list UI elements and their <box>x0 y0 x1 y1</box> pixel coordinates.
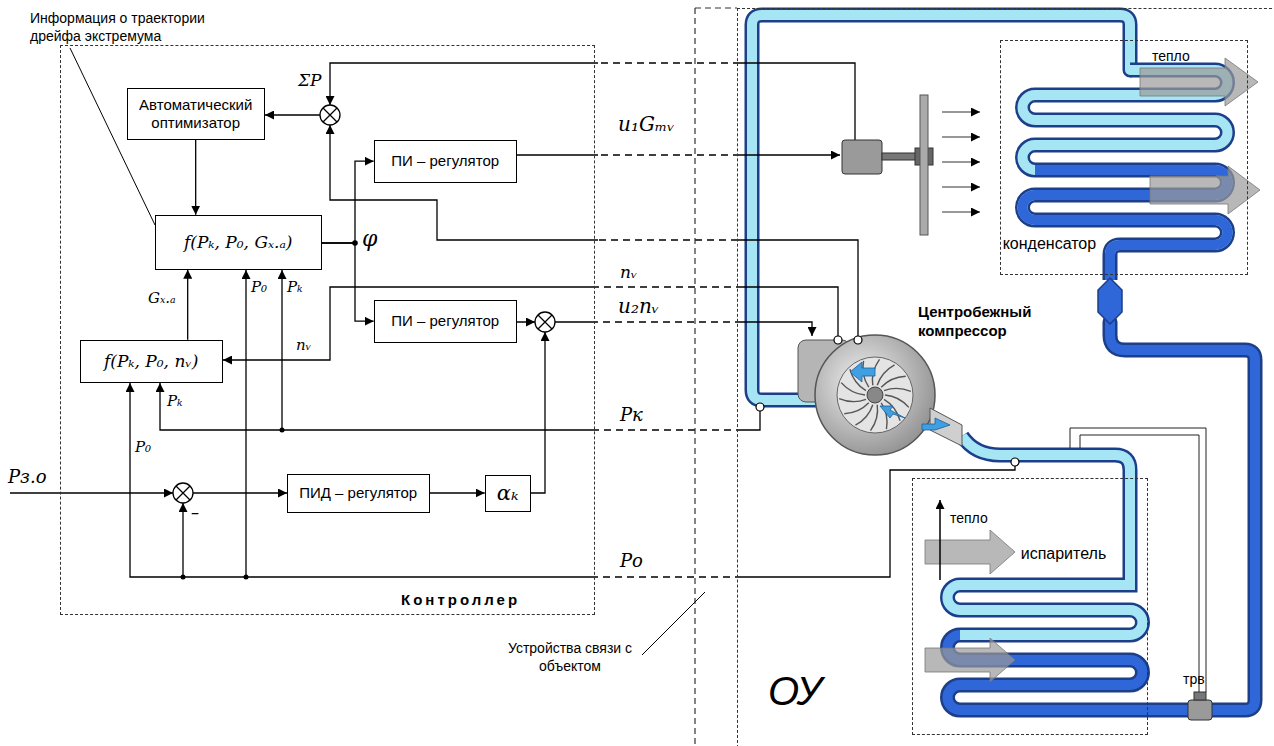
airflow-arrow <box>942 111 980 112</box>
refrigerant-pipes <box>752 15 1255 710</box>
signal-name: ΣP <box>298 70 321 90</box>
signal-name: Pк <box>620 404 643 425</box>
label-anchor: тепло <box>1152 48 1190 66</box>
centrifugal-compressor <box>798 335 962 455</box>
box-label: Автоматический оптимизатор <box>134 96 258 132</box>
signal-name: – <box>191 503 199 522</box>
connector <box>430 492 485 493</box>
edge-label: φ <box>362 226 377 251</box>
box-label: ПИ – регулятор <box>391 312 499 330</box>
pid-controller-box: ПИД – регулятор <box>287 474 430 513</box>
function-box: f(Pₖ, P₀, Gₓ.ₐ) <box>155 215 322 270</box>
impeller-blade <box>841 383 865 395</box>
label-anchor: P₀ <box>251 278 267 296</box>
edge-label: Gₓ.ₐ <box>148 289 176 307</box>
airflow-arrow <box>942 136 980 137</box>
sensors <box>756 336 1019 466</box>
summing-junctions <box>173 105 555 503</box>
controller-frame: Контроллер Автоматический оптимизатор f(Pₖ… <box>60 45 595 615</box>
label-anchor: Информация о траектории дрейфа экстремум… <box>30 10 235 45</box>
annotation: Центробежный компрессор <box>918 303 1043 341</box>
impeller-blade <box>885 395 909 407</box>
signal-name: P₀ <box>251 278 267 296</box>
label-anchor: Центробежный компрессор <box>918 303 1043 341</box>
label-anchor: Pз.о <box>8 466 47 487</box>
condenser-frame: конденсатор <box>1000 40 1248 275</box>
condenser-fan <box>842 95 980 235</box>
impeller-blade <box>884 388 911 391</box>
pi-controller-box: ПИ – регулятор <box>374 140 517 183</box>
filter-drier <box>1098 278 1122 324</box>
signal-wires-interface <box>598 63 737 577</box>
signal-name: nᵥ <box>620 262 637 282</box>
signal-name: Pₖ <box>167 392 183 410</box>
box-label: f(Pₖ, P₀, Gₓ.ₐ) <box>184 232 292 252</box>
annotation: тепло <box>950 510 988 528</box>
label-anchor: – <box>191 503 199 522</box>
label-anchor: Pк <box>620 404 643 425</box>
plant-frame: ОУ конденсатор испаритель <box>737 8 1274 746</box>
annotation: Устройства связи с объектом <box>500 640 640 675</box>
leader-line <box>642 592 705 655</box>
label-anchor: Pₖ <box>287 278 303 296</box>
connector <box>195 140 196 215</box>
annotation: трв <box>1183 671 1205 689</box>
heat-direction-arrow <box>939 500 941 580</box>
signal-name: nᵥ <box>296 336 311 354</box>
signal-wires <box>10 63 1015 577</box>
signal-name: Pₖ <box>287 278 303 296</box>
label-anchor: u₁Gₘᵥ <box>618 112 675 136</box>
signal-name: u₁Gₘᵥ <box>618 112 675 136</box>
frame-title: ОУ <box>768 669 822 714</box>
signal-name: P₀ <box>135 438 151 456</box>
airflow-arrow <box>942 211 980 212</box>
frame-title: испаритель <box>1019 545 1109 563</box>
label-anchor: u₂nᵥ <box>618 294 659 318</box>
impeller-blade <box>881 376 906 387</box>
heat-exchanger-coils <box>947 70 1227 710</box>
function-box: f(Pₖ, P₀, nᵥ) <box>80 340 223 383</box>
label-anchor: nᵥ <box>620 262 637 282</box>
signal-name: Pз.о <box>8 466 47 487</box>
label-anchor: Gₓ.ₐ <box>148 289 176 307</box>
box-label: αₖ <box>497 481 519 506</box>
impeller-blade <box>844 403 869 414</box>
label-anchor: nᵥ <box>296 336 311 354</box>
interface-boundary <box>695 8 737 746</box>
coil <box>947 436 1142 635</box>
optimizer-box: Автоматический оптимизатор <box>127 88 265 140</box>
label-anchor: φ <box>362 226 377 251</box>
pi-controller-box: ПИ – регулятор <box>374 300 517 343</box>
box-label: ПИД – регулятор <box>299 484 417 502</box>
airflow-arrow <box>942 161 980 162</box>
label-anchor: тепло <box>950 510 988 528</box>
label-anchor: Pₖ <box>167 392 183 410</box>
label-anchor: Устройства связи с объектом <box>500 640 640 675</box>
signal-name: u₂nᵥ <box>618 294 659 318</box>
impeller-blade <box>839 399 866 402</box>
label-anchor: P₀ <box>135 438 151 456</box>
frame-title: конденсатор <box>1001 235 1098 253</box>
connector <box>187 270 188 340</box>
junction-dots <box>181 240 358 579</box>
label-anchor: Pо <box>620 550 643 571</box>
annotation: тепло <box>1152 48 1190 66</box>
airflow-arrow <box>942 186 980 187</box>
box-label: f(Pₖ, P₀, nᵥ) <box>104 351 198 371</box>
label-anchor: трв <box>1183 671 1205 689</box>
signal-name: Pо <box>620 550 643 571</box>
evaporator-frame: испаритель <box>912 478 1148 735</box>
connector <box>322 243 374 321</box>
heat-flow-arrows <box>925 58 1260 682</box>
expansion-valve <box>1188 692 1212 720</box>
label-anchor: ΣP <box>298 70 321 90</box>
annotation: Информация о траектории дрейфа экстремум… <box>30 10 235 45</box>
frame-title: Контроллер <box>401 591 520 608</box>
box-label: ПИ – регулятор <box>391 152 499 170</box>
gain-box: αₖ <box>485 475 531 512</box>
